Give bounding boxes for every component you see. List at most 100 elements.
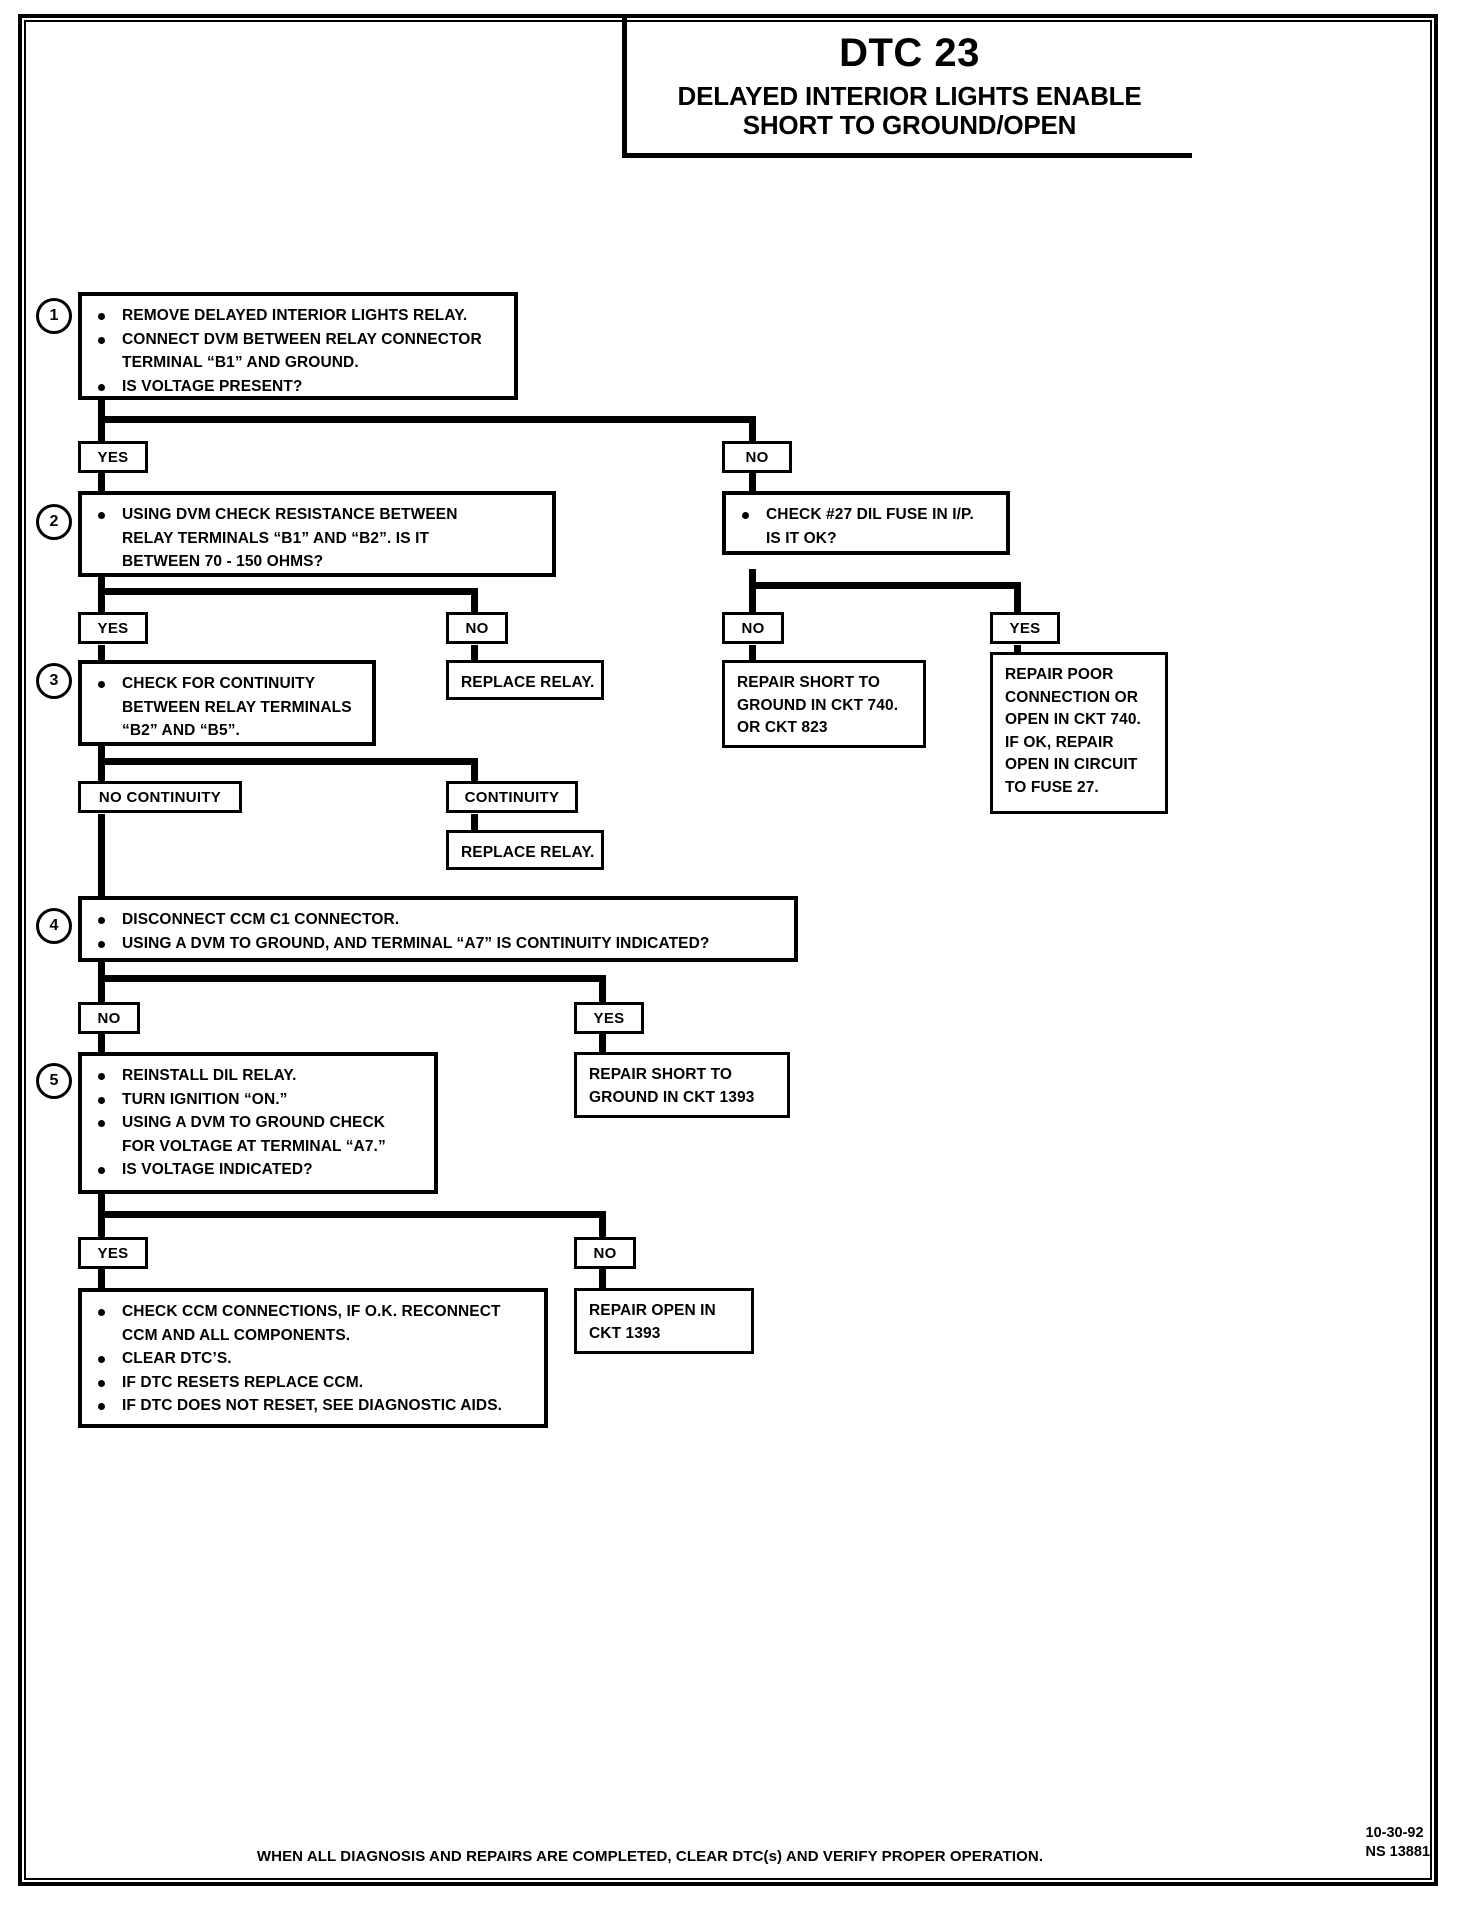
label-no-2: NO: [446, 612, 508, 644]
text-line: REPAIR OPEN IN: [589, 1302, 716, 1319]
fuse-check-box: CHECK #27 DIL FUSE IN I/P. IS IT OK?: [722, 491, 1010, 555]
bullet-icon: [98, 681, 105, 688]
bullet-icon: [98, 1073, 105, 1080]
connector-s2-yes-down: [98, 588, 105, 614]
repair-short-1393-box: REPAIR SHORT TO GROUND IN CKT 1393: [574, 1052, 790, 1118]
step-number-5: 5: [36, 1063, 72, 1099]
bullet-icon: [98, 940, 105, 948]
list-item-text: IS VOLTAGE PRESENT?: [122, 377, 303, 395]
list-item-text: BETWEEN RELAY TERMINALS: [122, 698, 352, 716]
list-item: RELAY TERMINALS “B1” AND “B2”. IS IT: [92, 528, 544, 551]
list-item-text: CHECK CCM CONNECTIONS, IF O.K. RECONNECT: [122, 1303, 501, 1320]
list-item-text: DISCONNECT CCM C1 CONNECTOR.: [122, 911, 400, 928]
connector-fuse-horizontal: [749, 582, 1021, 589]
list-item-text: CHECK #27 DIL FUSE IN I/P.: [766, 506, 974, 523]
list-item: FOR VOLTAGE AT TERMINAL “A7.”: [92, 1136, 426, 1159]
connector-s3-nocont-down: [98, 758, 105, 784]
connector-s1-no-down: [749, 416, 756, 444]
step-3-list: CHECK FOR CONTINUITY BETWEEN RELAY TERMI…: [82, 664, 372, 753]
text-line: GROUND IN CKT 1393: [589, 1088, 755, 1106]
text-line: OPEN IN CIRCUIT: [1005, 756, 1138, 773]
connector-s1-horizontal: [98, 416, 756, 423]
step-4-list: DISCONNECT CCM C1 CONNECTOR. USING A DVM…: [82, 900, 794, 965]
replace-relay-text-2: REPLACE RELAY.: [449, 833, 601, 873]
bullet-icon: [98, 383, 105, 391]
list-item: USING A DVM TO GROUND CHECK: [92, 1112, 426, 1135]
connector-s1-yes-down: [98, 416, 105, 444]
fuse-check-list: CHECK #27 DIL FUSE IN I/P. IS IT OK?: [726, 495, 1006, 560]
connector-s4-no-down: [98, 975, 105, 1003]
text-line: REPLACE RELAY.: [461, 674, 595, 691]
dtc-title-line2: SHORT TO GROUND/OPEN: [742, 110, 1077, 140]
label-yes-5: YES: [78, 1237, 148, 1269]
text-line: REPLACE RELAY.: [461, 844, 595, 861]
bullet-icon: [98, 1096, 105, 1104]
replace-relay-box-1: REPLACE RELAY.: [446, 660, 604, 700]
list-item-text: TERMINAL “B1” AND GROUND.: [122, 354, 359, 371]
list-item: IS VOLTAGE PRESENT?: [92, 376, 506, 399]
step-5-box: REINSTALL DIL RELAY. TURN IGNITION “ON.”…: [78, 1052, 438, 1194]
list-item-text: USING A DVM TO GROUND, AND TERMINAL “A7”…: [122, 934, 710, 952]
connector-s4-horizontal: [98, 975, 606, 982]
list-item: IF DTC RESETS REPLACE CCM.: [92, 1372, 536, 1395]
list-item-text: TURN IGNITION “ON.”: [122, 1090, 288, 1108]
final-check-list: CHECK CCM CONNECTIONS, IF O.K. RECONNECT…: [82, 1292, 544, 1428]
label-yes-1: YES: [78, 441, 148, 473]
text-line: GROUND IN CKT 740.: [737, 696, 899, 714]
bullet-icon: [98, 1379, 105, 1387]
list-item: DISCONNECT CCM C1 CONNECTOR.: [92, 909, 786, 932]
step-number-3: 3: [36, 663, 72, 699]
connector-fuse-no-down: [749, 582, 756, 614]
label-yes-4: YES: [574, 1002, 644, 1034]
repair-open-1393-box: REPAIR OPEN IN CKT 1393: [574, 1288, 754, 1354]
bullet-icon: [98, 336, 105, 344]
connector-s2-no-down: [471, 588, 478, 614]
list-item-text: CONNECT DVM BETWEEN RELAY CONNECTOR: [122, 330, 482, 348]
step-1-list: REMOVE DELAYED INTERIOR LIGHTS RELAY. CO…: [82, 296, 514, 408]
step-number-1: 1: [36, 298, 72, 334]
step-1-box: REMOVE DELAYED INTERIOR LIGHTS RELAY. CO…: [78, 292, 518, 400]
text-line: REPAIR SHORT TO: [589, 1066, 733, 1083]
step-number-4: 4: [36, 908, 72, 944]
list-item: CHECK #27 DIL FUSE IN I/P.: [736, 504, 998, 527]
list-item-text: BETWEEN 70 - 150 OHMS?: [122, 553, 324, 570]
text-line: OPEN IN CKT 740.: [1005, 711, 1141, 728]
list-item-text: REINSTALL DIL RELAY.: [122, 1067, 297, 1084]
repair-short-1393-text: REPAIR SHORT TO GROUND IN CKT 1393: [577, 1055, 787, 1117]
repair-short-740-box: REPAIR SHORT TO GROUND IN CKT 740. OR CK…: [722, 660, 926, 748]
list-item: CHECK FOR CONTINUITY: [92, 673, 364, 696]
step-5-list: REINSTALL DIL RELAY. TURN IGNITION “ON.”…: [82, 1056, 434, 1192]
text-line: OR CKT 823: [737, 719, 828, 736]
connector-s5-yes-down: [98, 1211, 105, 1239]
connector-s2-down: [98, 576, 105, 594]
text-line: REPAIR POOR: [1005, 666, 1114, 683]
step-2-list: USING DVM CHECK RESISTANCE BETWEEN RELAY…: [82, 495, 552, 584]
footer-note: WHEN ALL DIAGNOSIS AND REPAIRS ARE COMPL…: [256, 1848, 1044, 1865]
bullet-icon: [98, 313, 105, 320]
connector-s3-cont-down: [471, 758, 478, 784]
list-item: TURN IGNITION “ON.”: [92, 1089, 426, 1112]
step-3-box: CHECK FOR CONTINUITY BETWEEN RELAY TERMI…: [78, 660, 376, 746]
connector-yes5-to-final: [98, 1268, 105, 1290]
list-item: CHECK CCM CONNECTIONS, IF O.K. RECONNECT: [92, 1301, 536, 1324]
text-line: CONNECTION OR: [1005, 688, 1139, 706]
connector-s3-down: [98, 745, 105, 765]
page-outer-border: [18, 14, 1438, 1886]
list-item: REMOVE DELAYED INTERIOR LIGHTS RELAY.: [92, 305, 506, 328]
connector-no5-to-repair: [599, 1268, 606, 1290]
connector-s2-horizontal: [98, 588, 478, 595]
list-item: BETWEEN 70 - 150 OHMS?: [92, 551, 544, 574]
label-yes-3: YES: [990, 612, 1060, 644]
list-item: “B2” AND “B5”.: [92, 720, 364, 743]
connector-cont-to-replace: [471, 814, 478, 832]
connector-yes1-to-s2: [98, 472, 105, 494]
list-item: BETWEEN RELAY TERMINALS: [92, 697, 364, 720]
list-item-text: REMOVE DELAYED INTERIOR LIGHTS RELAY.: [122, 307, 468, 324]
text-line: CKT 1393: [589, 1324, 661, 1342]
page-inner-border: [24, 20, 1432, 1880]
list-item-text: USING A DVM TO GROUND CHECK: [122, 1114, 386, 1131]
text-line: TO FUSE 27.: [1005, 778, 1099, 796]
list-item: IS IT OK?: [736, 528, 998, 551]
list-item-text: “B2” AND “B5”.: [122, 722, 240, 739]
step-2-box: USING DVM CHECK RESISTANCE BETWEEN RELAY…: [78, 491, 556, 577]
